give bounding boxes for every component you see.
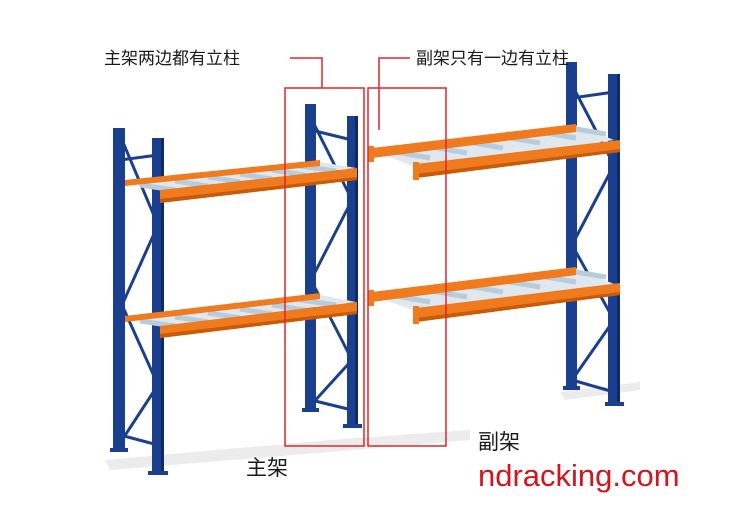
sub-upper-back-beam <box>372 124 576 158</box>
main-upper-back-beam <box>125 160 320 186</box>
upright-mid-front <box>347 116 358 426</box>
main-frame <box>110 104 362 475</box>
sub-upper-level <box>368 124 620 180</box>
foot-plates <box>110 408 362 475</box>
main-lower-level <box>125 293 357 338</box>
main-upper-level <box>125 160 357 203</box>
upright-right-back <box>566 62 577 388</box>
main-lower-back-beam <box>125 293 320 322</box>
callouts <box>284 57 447 447</box>
ground-shadow <box>105 382 640 470</box>
upright-mid-back <box>305 104 316 410</box>
sub-foot-plates <box>563 386 624 406</box>
sub-frame-callout-box <box>367 87 447 447</box>
sub-lower-back-beam <box>372 267 576 302</box>
website-watermark: ndracking.com <box>478 458 680 493</box>
sub-callout-leader <box>378 57 410 130</box>
sub-lower-level <box>368 267 620 324</box>
sub-frame <box>368 62 624 406</box>
main-frame-label: 主架 <box>246 456 288 480</box>
main-frame-callout-box <box>284 87 365 447</box>
main-frame-description: 主架两边都有立柱 <box>104 49 240 69</box>
sub-frame-description: 副架只有一边有立柱 <box>416 49 569 69</box>
upright-left-back <box>113 128 125 450</box>
sub-frame-label: 副架 <box>478 430 520 454</box>
main-callout-leader <box>290 57 323 88</box>
